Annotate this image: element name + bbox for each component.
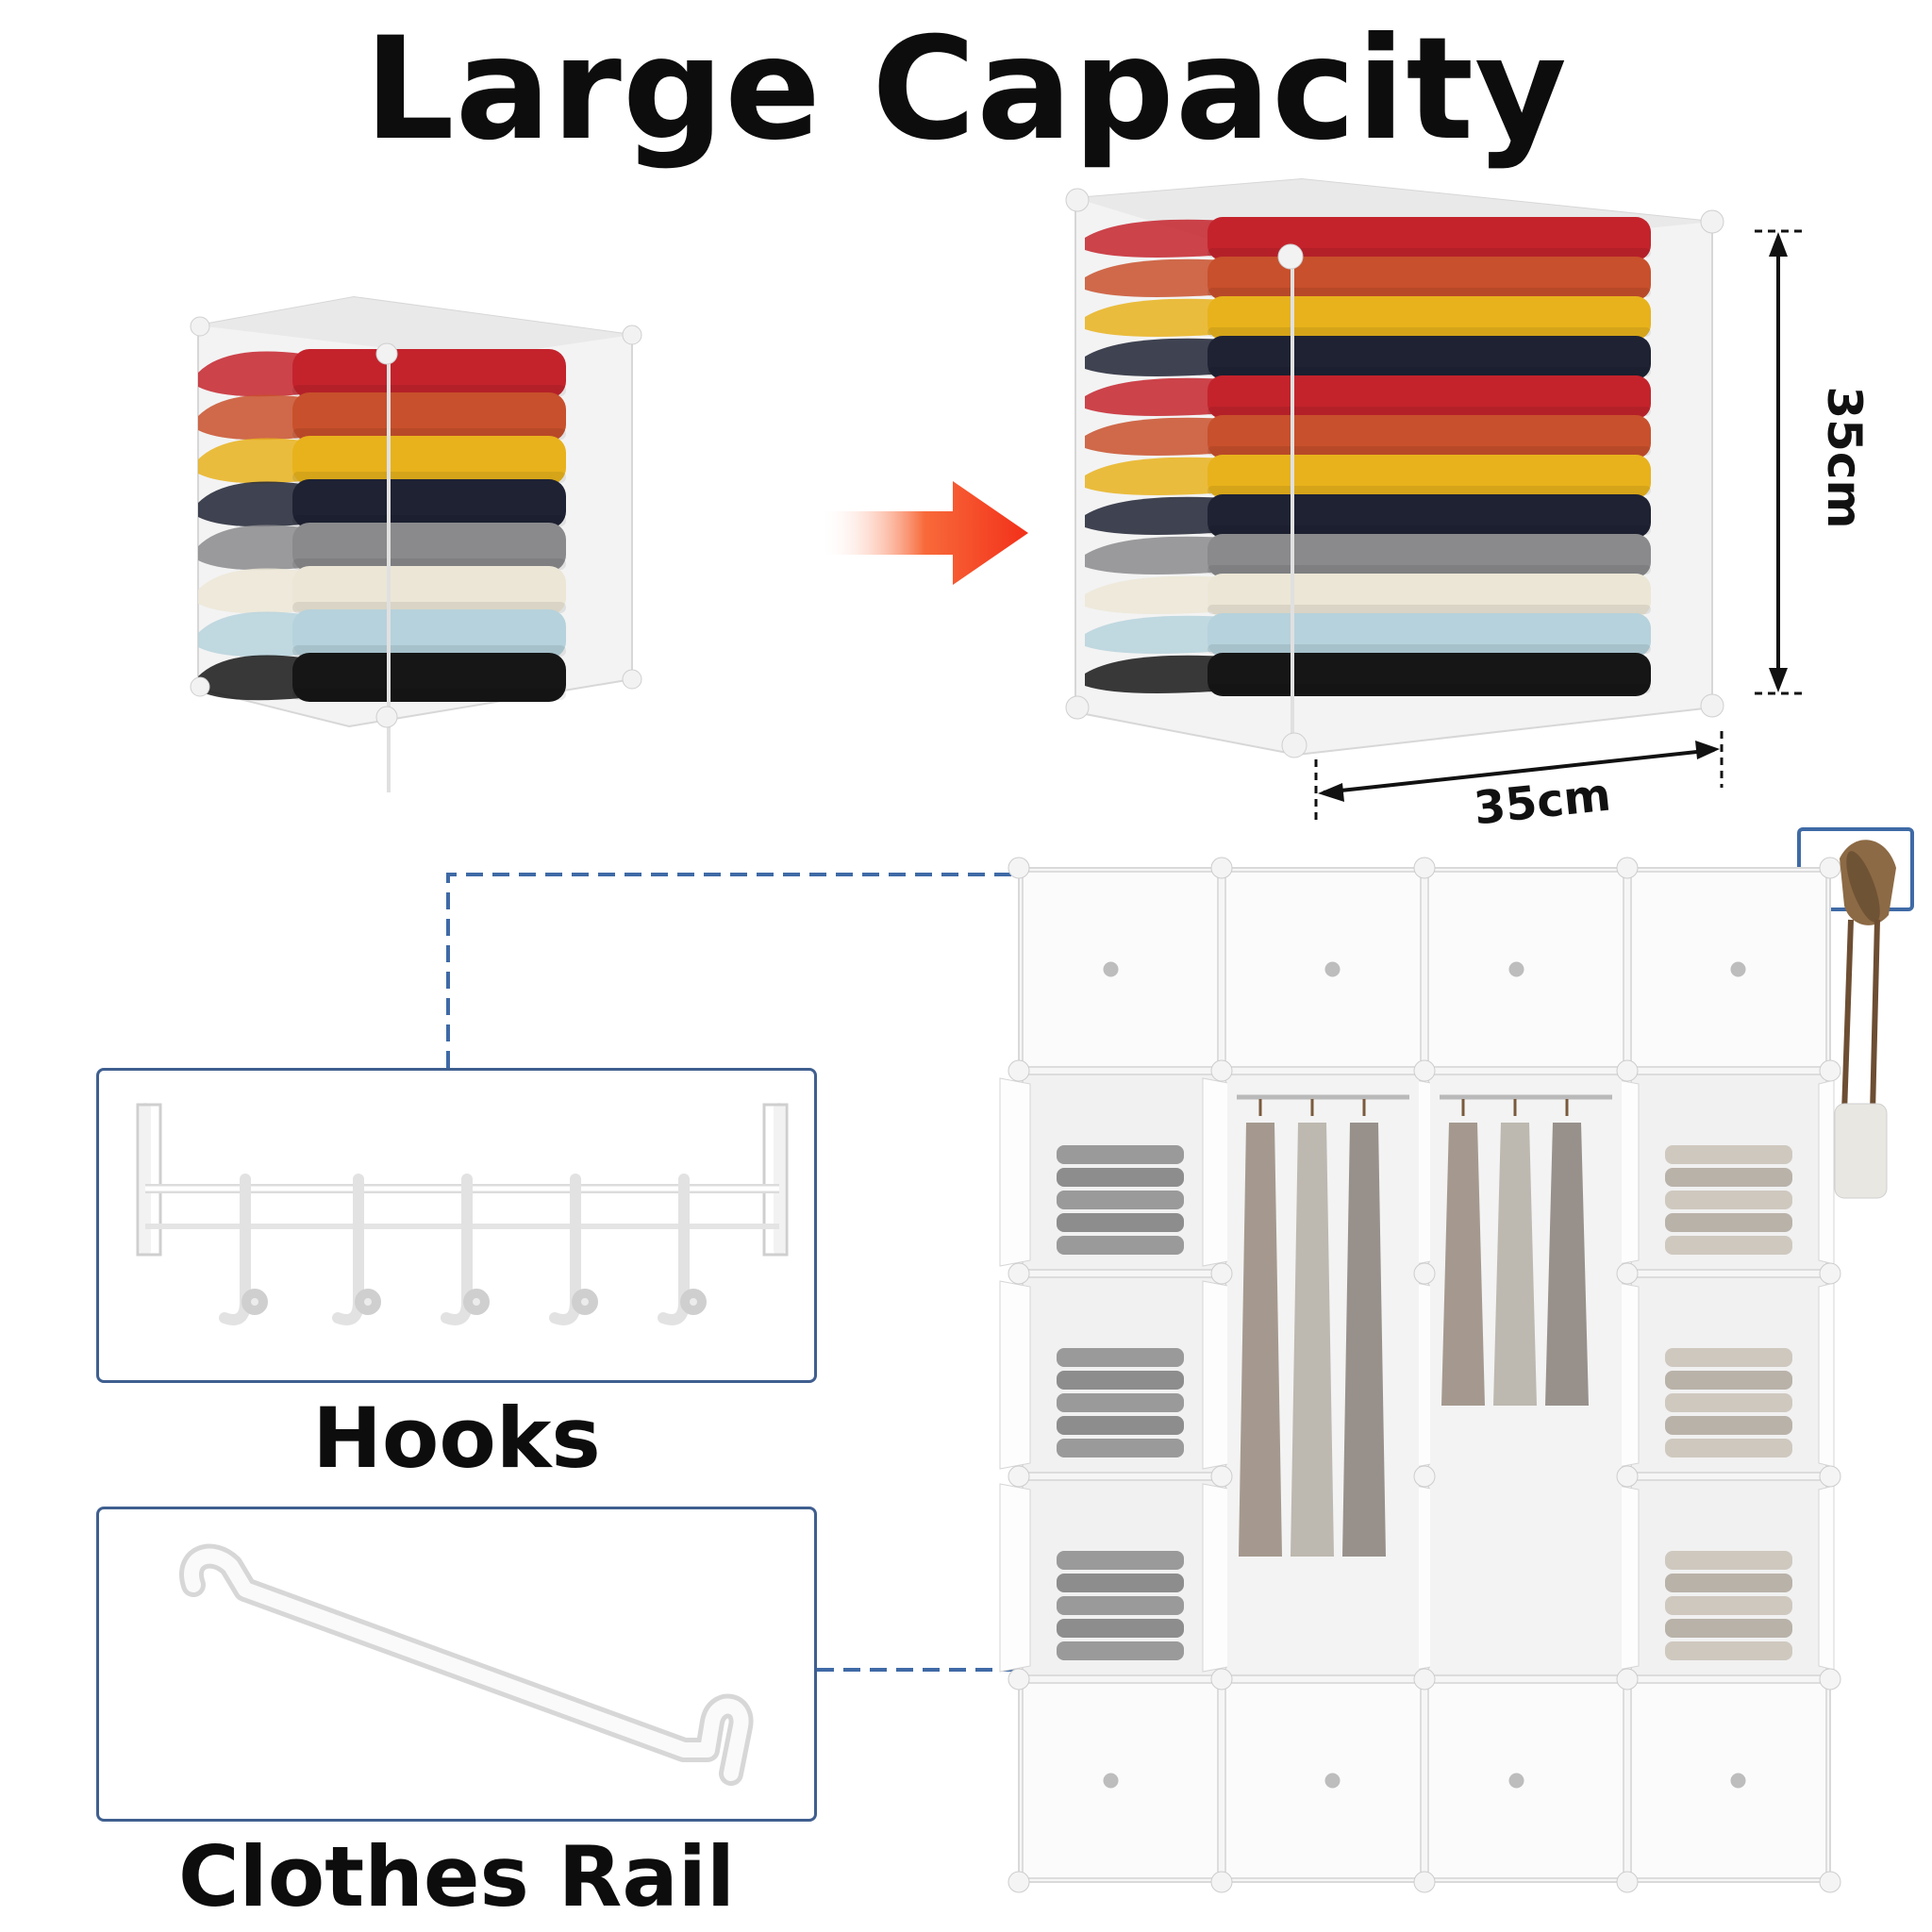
right-arrow-icon (821, 481, 1028, 585)
folded-garment (1085, 494, 1651, 538)
shelf-items (1057, 1348, 1184, 1457)
cube-connector (1616, 857, 1639, 879)
folded-garment (198, 436, 566, 485)
cube-connector (1413, 1262, 1436, 1285)
cube-connector (1819, 1465, 1841, 1488)
cube-connector (1819, 857, 1841, 879)
open-door-right (1818, 1485, 1835, 1671)
shelf-items (1057, 1145, 1184, 1255)
cube-connector (1413, 1668, 1436, 1690)
clothes-rail-icon (179, 1543, 754, 1786)
cube-connector (1210, 1262, 1233, 1285)
folded-garment (1085, 534, 1651, 577)
closed-cube-door (1427, 871, 1624, 1068)
hooks-panel (96, 1068, 817, 1383)
cube-connector (1616, 1871, 1639, 1893)
hooks-icon (136, 1103, 789, 1325)
cube-connector (1008, 1871, 1030, 1893)
cube-connector (1413, 1465, 1436, 1488)
cube-connector (1413, 857, 1436, 879)
folded-garment (1085, 653, 1651, 696)
hooks-caption: Hooks (312, 1390, 601, 1487)
cube-connector (1210, 1871, 1233, 1893)
closed-cube-door (1630, 1682, 1827, 1879)
large-cube-illustration (1065, 177, 1724, 758)
cube-connector (1616, 1262, 1639, 1285)
open-door-left (999, 1483, 1031, 1673)
cube-connector (1210, 1668, 1233, 1690)
folded-garment (198, 653, 566, 702)
closed-cube-door (1022, 1682, 1219, 1879)
hat-icon (1834, 840, 1896, 1199)
height-label: 35cm (1817, 386, 1872, 529)
cube-connector (1616, 1059, 1639, 1082)
hook (549, 1174, 598, 1325)
clothes-rail-panel (96, 1507, 817, 1822)
folded-garment (1085, 415, 1651, 458)
folded-garment (198, 609, 566, 658)
hanging-garment (1291, 1099, 1334, 1557)
rail-caption: Clothes Rail (177, 1828, 736, 1925)
cube-connector (1008, 1059, 1030, 1082)
folded-garment (1085, 613, 1651, 657)
cube-connector (1616, 1465, 1639, 1488)
folded-garment (1085, 455, 1651, 498)
cube-connector (1819, 1059, 1841, 1082)
closed-cube-door (1022, 871, 1219, 1068)
closed-cube-door (1630, 871, 1827, 1068)
hook (658, 1174, 707, 1325)
shelf-items (1665, 1551, 1792, 1660)
folded-garment (1085, 574, 1651, 617)
page-title: Large Capacity (364, 8, 1568, 172)
cube-connector (1210, 857, 1233, 879)
hanging-garment (1441, 1099, 1485, 1406)
hook (219, 1174, 268, 1325)
shelf-items (1057, 1551, 1184, 1660)
folded-garment (1085, 375, 1651, 419)
hanging-garment (1545, 1099, 1589, 1406)
folded-garment (198, 566, 566, 615)
cube-connector (1413, 1871, 1436, 1893)
hanging-garment (1239, 1099, 1282, 1557)
width-dimension-line (1314, 731, 1724, 825)
folded-garment (1085, 336, 1651, 379)
cube-connector (1819, 1668, 1841, 1690)
open-door-right (1818, 1079, 1835, 1265)
closed-cube-door (1224, 871, 1422, 1068)
height-dimension-line (1755, 229, 1802, 695)
cube-connector (1008, 1262, 1030, 1285)
open-door-right (1818, 1282, 1835, 1468)
shelf-items (1665, 1145, 1792, 1255)
folded-garment (1085, 257, 1651, 300)
small-cube-illustration (190, 295, 642, 792)
hook (332, 1174, 381, 1325)
cube-connector (1819, 1871, 1841, 1893)
closed-cube-door (1427, 1682, 1624, 1879)
folded-garment (198, 392, 566, 441)
cube-connector (1210, 1059, 1233, 1082)
hanging-garment (1342, 1099, 1386, 1557)
closed-cube-door (1224, 1682, 1422, 1879)
cube-connector (1008, 857, 1030, 879)
cube-connector (1413, 1059, 1436, 1082)
folded-garment (198, 479, 566, 528)
hook (441, 1174, 490, 1325)
folded-garment (198, 523, 566, 572)
open-door-left (999, 1280, 1031, 1470)
open-door-left (999, 1077, 1031, 1267)
wardrobe-illustration (999, 840, 1896, 1893)
cube-connector (1008, 1668, 1030, 1690)
shelf-items (1665, 1348, 1792, 1457)
folded-garment (1085, 217, 1651, 260)
cube-connector (1008, 1465, 1030, 1488)
cube-connector (1210, 1465, 1233, 1488)
cube-connector (1819, 1262, 1841, 1285)
hanging-garment (1493, 1099, 1537, 1406)
cube-connector (1616, 1668, 1639, 1690)
folded-garment (1085, 296, 1651, 340)
